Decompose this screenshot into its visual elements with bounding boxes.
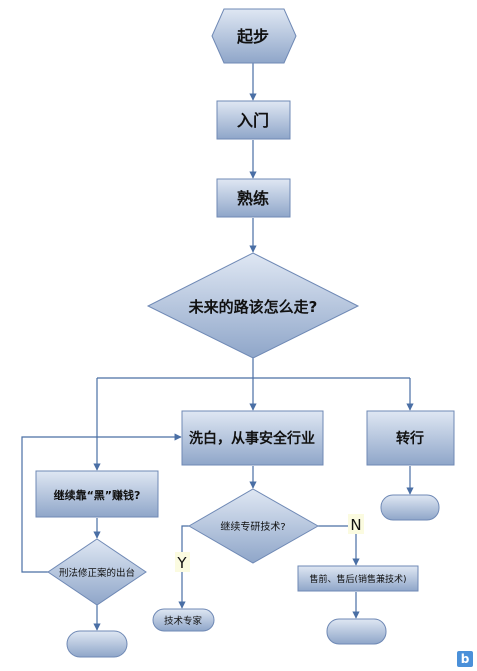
yes-branch-label: Y <box>176 554 187 572</box>
keep-black-node-shape <box>35 470 159 518</box>
criminal-law-diamond <box>47 538 147 606</box>
change-career-node-shape <box>366 410 455 466</box>
future-question-label: 未来的路该怎么走? <box>188 298 318 316</box>
presales-end-terminal <box>326 618 387 645</box>
blog-logo-letter: b <box>461 652 470 666</box>
presales-node-shape <box>297 565 419 592</box>
connectors <box>21 63 414 631</box>
connector-criminal-law-loop-back <box>21 433 182 573</box>
yes-branch-label-bg <box>175 552 190 572</box>
nodes: 起步 入门 熟练 未来的路该怎么走? 洗白，从事安全行业 转行 继续靠“黑”赚钱… <box>35 8 455 658</box>
entry-node-shape <box>216 100 291 140</box>
change-career-end-terminal <box>380 494 440 521</box>
start-node-label: 起步 <box>236 27 269 46</box>
blog-logo-badge <box>457 651 473 667</box>
proficient-node-shape <box>216 178 291 218</box>
change-career-node-label: 转行 <box>396 430 424 447</box>
presales-node-label: 售前、售后(销售兼技术) <box>309 573 406 585</box>
connector-keep-research-yes <box>178 525 189 609</box>
keep-research-label: 继续专研技术? <box>220 520 285 533</box>
entry-node-label: 入门 <box>237 111 269 130</box>
proficient-node-label: 熟练 <box>237 189 269 208</box>
go-legit-node-label: 洗白，从事安全行业 <box>189 430 315 447</box>
tech-expert-node-label: 技术专家 <box>164 615 203 627</box>
blog-logo-icon: b <box>457 651 473 667</box>
start-node-shape <box>211 8 297 64</box>
criminal-law-label: 刑法修正案的出台 <box>59 567 135 579</box>
tech-expert-node-shape <box>152 608 215 632</box>
go-legit-node-shape <box>181 410 324 466</box>
future-question-diamond <box>146 252 360 359</box>
keep-black-node-label: 继续靠“黑”赚钱? <box>54 488 141 502</box>
keep-research-diamond <box>188 488 320 564</box>
no-branch-label: N <box>350 516 361 534</box>
no-branch-label-bg <box>348 514 364 534</box>
keep-black-end-terminal <box>66 630 128 658</box>
